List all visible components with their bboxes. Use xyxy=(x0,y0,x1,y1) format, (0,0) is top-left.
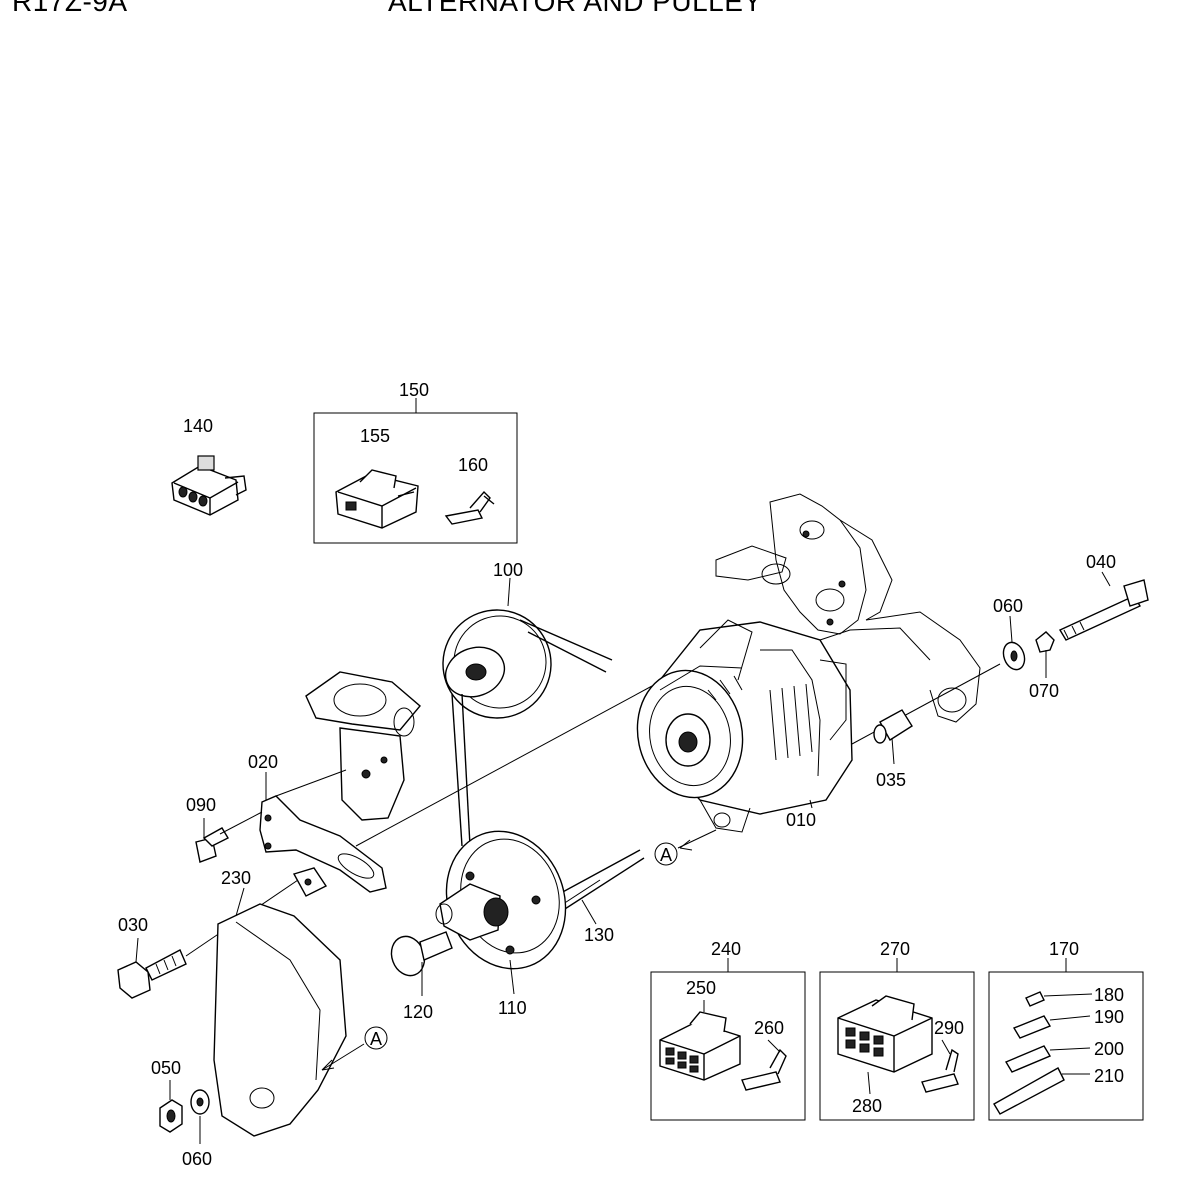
callout-230: 230 xyxy=(221,868,251,888)
callout-070: 070 xyxy=(1029,681,1059,701)
v-belt-130 xyxy=(451,693,645,917)
bracket-housing xyxy=(305,671,421,821)
kit-box-150 xyxy=(313,412,518,544)
connector-155 xyxy=(335,469,419,529)
axis-line xyxy=(355,685,653,847)
callout-200: 200 xyxy=(1094,1039,1124,1059)
callout-210: 210 xyxy=(1094,1066,1124,1086)
alternator-010 xyxy=(636,619,853,833)
callout-130: 130 xyxy=(584,925,614,945)
leader-lines xyxy=(135,398,1111,1144)
bolt-090 xyxy=(195,811,263,863)
callout-050: 050 xyxy=(151,1058,181,1078)
pulley-100 xyxy=(442,609,613,719)
callout-270: 270 xyxy=(880,939,910,959)
callout-040: 040 xyxy=(1086,552,1116,572)
bolt-040-set xyxy=(851,579,1149,745)
callout-250: 250 xyxy=(686,978,716,998)
belt-cover-230 xyxy=(213,867,347,1137)
callout-170: 170 xyxy=(1049,939,1079,959)
page-title: ALTERNATOR AND PULLEY xyxy=(388,0,763,17)
terminal-290 xyxy=(921,1048,959,1093)
connector-250 xyxy=(659,1011,741,1081)
callout-060-lower: 060 xyxy=(182,1149,212,1169)
callout-labels: 150 140 155 160 100 040 060 070 020 035 … xyxy=(118,380,1124,1169)
callout-090: 090 xyxy=(186,795,216,815)
connector-280 xyxy=(837,995,933,1073)
callout-160: 160 xyxy=(458,455,488,475)
callout-290: 290 xyxy=(934,1018,964,1038)
callout-035: 035 xyxy=(876,770,906,790)
callout-100: 100 xyxy=(493,560,523,580)
callout-155: 155 xyxy=(360,426,390,446)
reference-marker-a2: A xyxy=(370,1029,382,1049)
reference-arrow-a2 xyxy=(321,1026,388,1071)
callout-240: 240 xyxy=(711,939,741,959)
callout-060-upper: 060 xyxy=(993,596,1023,616)
pulley-110 xyxy=(435,830,567,970)
callout-260: 260 xyxy=(754,1018,784,1038)
callout-020: 020 xyxy=(248,752,278,772)
model-number: R17Z-9A xyxy=(12,0,128,17)
connector-140 xyxy=(171,455,247,516)
callout-180: 180 xyxy=(1094,985,1124,1005)
bolt-120 xyxy=(390,931,453,977)
terminal-260 xyxy=(741,1048,787,1091)
callout-140: 140 xyxy=(183,416,213,436)
callout-120: 120 xyxy=(403,1002,433,1022)
callout-190: 190 xyxy=(1094,1007,1124,1027)
terminal-160 xyxy=(444,490,495,525)
callout-150: 150 xyxy=(399,380,429,400)
reference-marker-a1: A xyxy=(660,845,672,865)
callout-010: 010 xyxy=(786,810,816,830)
nut-050-washer-060 xyxy=(159,1089,210,1133)
callout-030: 030 xyxy=(118,915,148,935)
reference-arrow-a1 xyxy=(654,829,717,866)
adjusting-bar-020 xyxy=(259,769,387,893)
bolt-030 xyxy=(117,879,299,999)
terminal-set-170 xyxy=(993,991,1093,1115)
water-pump-housing xyxy=(715,493,981,723)
callout-110: 110 xyxy=(498,998,527,1018)
callout-280: 280 xyxy=(852,1096,882,1116)
